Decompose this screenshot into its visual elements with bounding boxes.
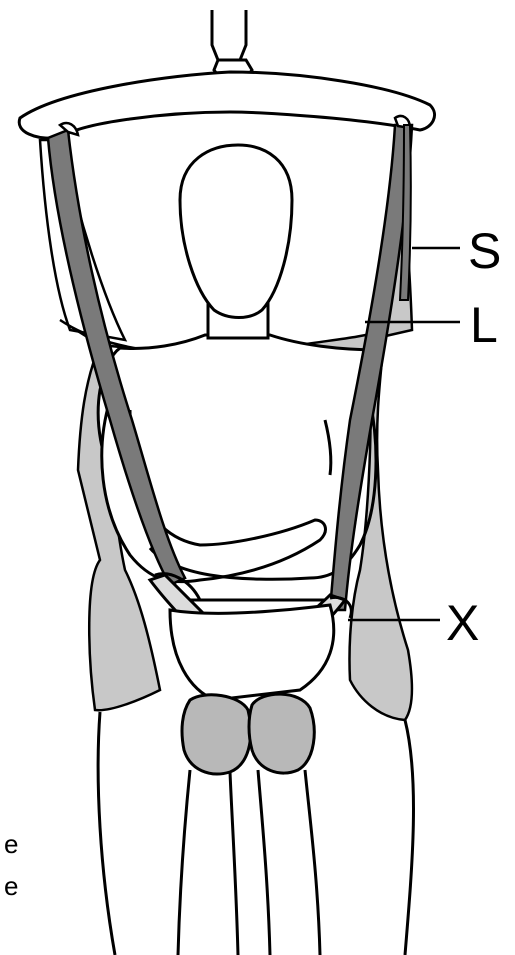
spreader-bar [19, 72, 434, 138]
cut-text-2: e [4, 871, 18, 901]
cut-text-1: e [4, 829, 18, 859]
label-x: X [446, 595, 479, 651]
label-l: L [470, 297, 498, 353]
person-lap [170, 605, 334, 700]
person-head [180, 145, 292, 318]
lift-hook [212, 10, 252, 78]
person-knees [182, 694, 314, 774]
label-s: S [468, 223, 501, 279]
